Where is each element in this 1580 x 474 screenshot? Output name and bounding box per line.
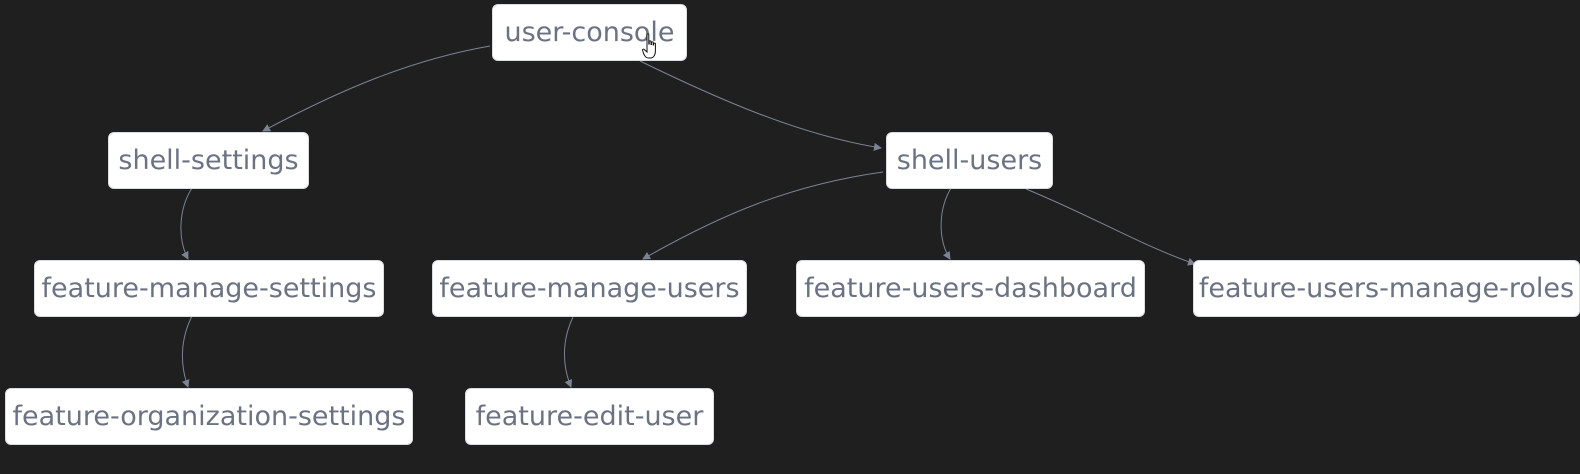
node-feature-manage-users[interactable]: feature-manage-users: [432, 260, 747, 317]
edge-user-console-to-shell-users: [639, 60, 882, 151]
node-user-console[interactable]: user-console: [492, 4, 687, 61]
edge-shell-users-to-feature-users-manage-roles: [1025, 188, 1196, 266]
node-feature-users-dashboard[interactable]: feature-users-dashboard: [796, 260, 1145, 317]
node-feature-manage-settings[interactable]: feature-manage-settings: [34, 260, 384, 317]
edge-feature-manage-settings-to-feature-organization-settings: [181, 315, 193, 388]
edge-shell-users-to-feature-manage-users: [642, 171, 884, 260]
node-feature-users-manage-roles[interactable]: feature-users-manage-roles: [1193, 260, 1580, 317]
edge-user-console-to-shell-settings: [262, 45, 491, 132]
node-feature-organization-settings[interactable]: feature-organization-settings: [5, 388, 413, 445]
edge-shell-settings-to-feature-manage-settings: [180, 187, 193, 260]
node-feature-edit-user[interactable]: feature-edit-user: [465, 388, 714, 445]
node-shell-settings[interactable]: shell-settings: [108, 132, 309, 189]
edge-shell-users-to-feature-users-dashboard: [940, 187, 952, 260]
edge-feature-manage-users-to-feature-edit-user: [564, 316, 574, 388]
node-shell-users[interactable]: shell-users: [886, 132, 1053, 189]
